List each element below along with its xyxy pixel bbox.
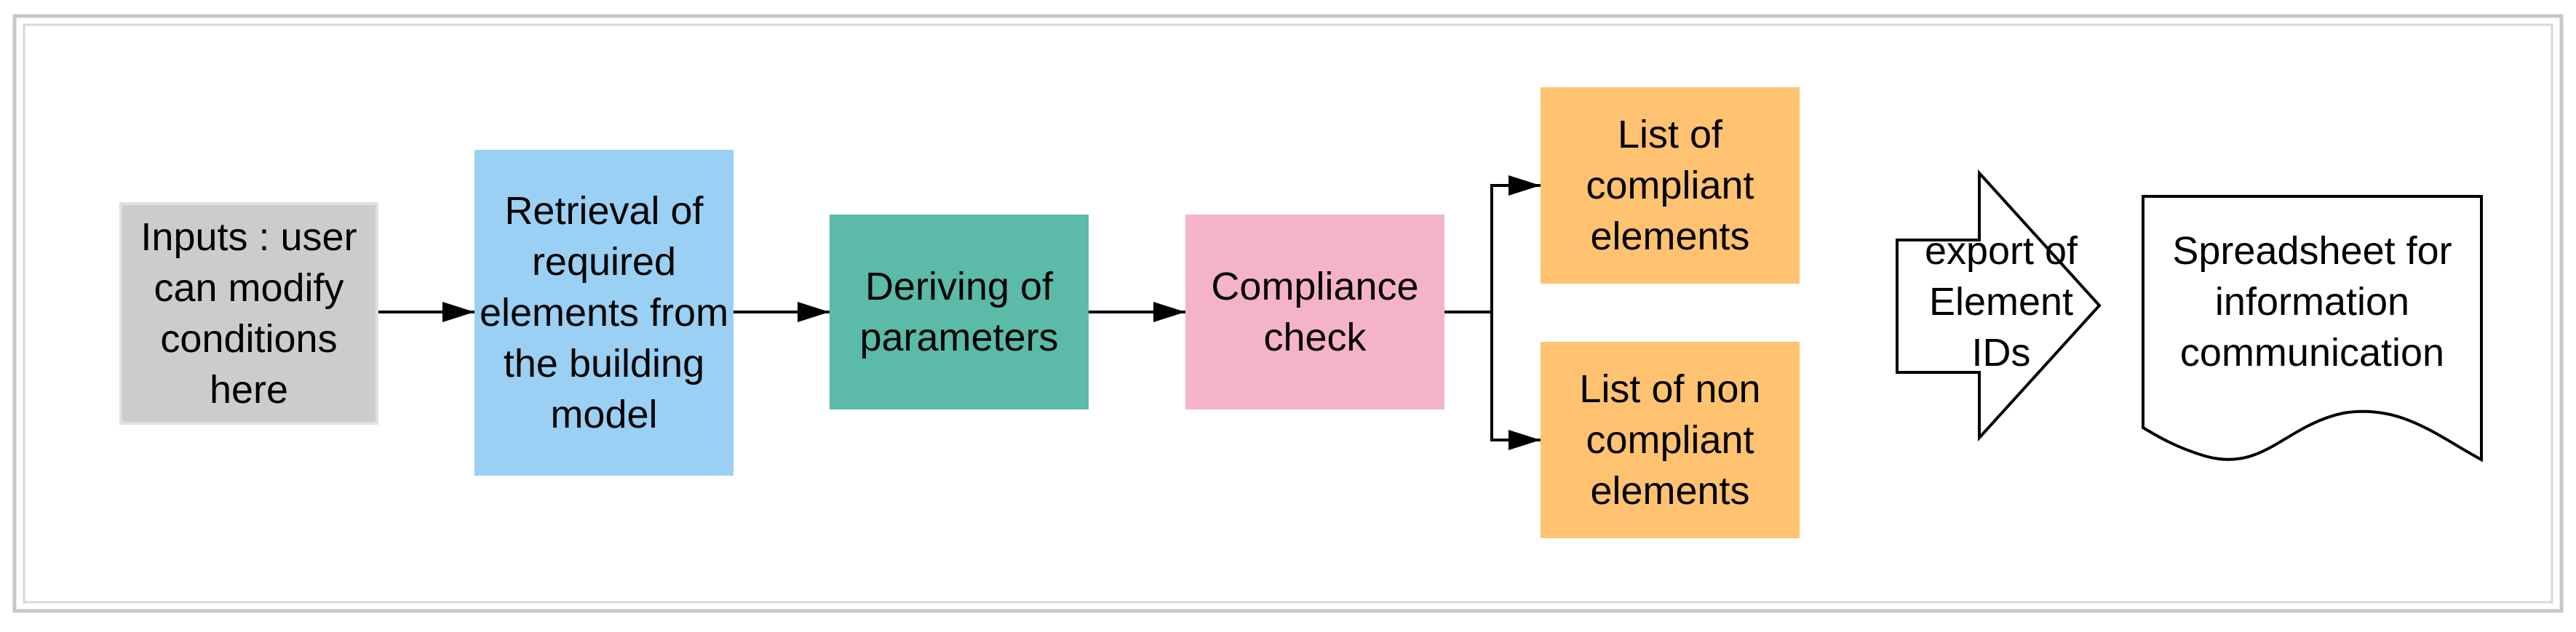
compliance-node-label: Compliance check bbox=[1211, 265, 1419, 359]
spreadsheet-node-label: Spreadsheet for information communicatio… bbox=[2172, 229, 2452, 375]
inputs-node: Inputs : user can modify conditions here bbox=[119, 202, 378, 425]
spreadsheet-node: Spreadsheet for information communicatio… bbox=[2143, 222, 2481, 382]
export-node-label: export of Element IDs bbox=[1924, 229, 2078, 375]
export-block-arrow bbox=[1896, 169, 2102, 442]
outer-frame bbox=[12, 14, 2564, 613]
export-node: export of Element IDs bbox=[1899, 225, 2103, 378]
noncompliant-list-node: List of non compliant elements bbox=[1541, 342, 1800, 538]
compliant-list-node: List of compliant elements bbox=[1541, 87, 1800, 284]
compliant-list-node-label: List of compliant elements bbox=[1586, 113, 1754, 258]
arrow-compliance-to-compliant bbox=[1444, 175, 1541, 313]
deriving-node-label: Deriving of parameters bbox=[859, 265, 1059, 359]
inner-frame bbox=[23, 23, 2553, 604]
retrieval-node-label: Retrieval of required elements from the … bbox=[479, 189, 729, 436]
retrieval-node: Retrieval of required elements from the … bbox=[474, 150, 734, 476]
arrow-compliance-to-noncompliant bbox=[1490, 312, 1541, 450]
noncompliant-list-node-label: List of non compliant elements bbox=[1579, 367, 1761, 513]
compliance-node: Compliance check bbox=[1185, 215, 1444, 409]
deriving-node: Deriving of parameters bbox=[830, 215, 1089, 409]
spreadsheet-document-shape bbox=[2142, 195, 2483, 463]
inputs-node-label: Inputs : user can modify conditions here bbox=[140, 215, 357, 412]
